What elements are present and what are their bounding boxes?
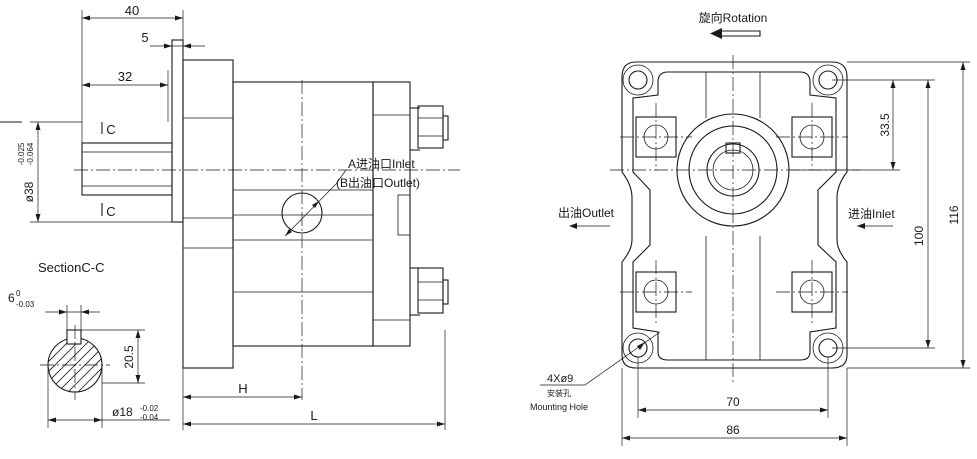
section-mark-top: C (106, 122, 115, 137)
svg-text:0: 0 (16, 289, 21, 298)
svg-text:-0.03: -0.03 (16, 300, 35, 309)
mounting-hole-bl (628, 338, 648, 358)
rear-cover (372, 81, 411, 347)
rotation-label: 旋向Rotation (699, 10, 768, 25)
svg-text:ø18: ø18 (112, 405, 133, 419)
dim-33-5: 33.5 (878, 113, 892, 137)
dim-overall-width: 40 (125, 3, 139, 18)
hole-callout-cn: 安装孔 (547, 388, 571, 398)
svg-text:-0.04: -0.04 (140, 413, 159, 422)
dim-100: 100 (912, 226, 926, 246)
dim-116: 116 (947, 205, 961, 224)
front-cover (182, 59, 234, 369)
section-title: SectionC-C (38, 260, 104, 275)
dim-86: 86 (726, 423, 740, 437)
cover-bolt-bottom (410, 267, 449, 316)
shaft (81, 142, 173, 196)
dim-key-height: 20.5 (122, 345, 136, 369)
inlet-label: 进油Inlet (848, 207, 895, 221)
dim-flange-thickness: 5 (141, 30, 148, 45)
front-view: 旋向Rotation (530, 10, 970, 446)
hole-callout-en: Mounting Hole (530, 402, 588, 412)
rotation-arrow-icon (710, 28, 761, 39)
hole-callout: 4Xø9 (547, 373, 573, 385)
svg-text:-0.025: -0.025 (17, 142, 26, 165)
port-label-outlet: (B出油口Outlet) (336, 176, 420, 190)
dim-shaft-diameter: ø38 -0.025 -0.064 (17, 142, 36, 202)
pump-body (232, 81, 374, 347)
outlet-label: 出油Outlet (558, 206, 615, 220)
dim-shaft-length: 32 (118, 69, 132, 84)
svg-text:6: 6 (8, 291, 15, 305)
dim-l: L (310, 408, 317, 423)
svg-text:-0.02: -0.02 (140, 404, 159, 413)
svg-text:-0.064: -0.064 (26, 142, 35, 165)
port-label-inlet: A进油口Inlet (348, 157, 415, 171)
dim-section-diameter: ø18 -0.02 -0.04 (112, 404, 159, 422)
mounting-plate (621, 61, 848, 369)
dim-key-width: 6 0 -0.03 (8, 289, 35, 309)
dim-h: H (238, 381, 247, 396)
mounting-hole-tl (628, 70, 648, 90)
cover-bolt-top (410, 105, 449, 151)
svg-text:ø38: ø38 (22, 181, 36, 202)
side-view: 40 5 32 ø38 -0.025 -0.064 C C (0, 3, 460, 430)
dim-70: 70 (726, 395, 740, 409)
section-view: SectionC-C 6 0 -0.03 (8, 260, 170, 428)
section-mark-bottom: C (106, 204, 115, 219)
mounting-flange (171, 39, 184, 223)
